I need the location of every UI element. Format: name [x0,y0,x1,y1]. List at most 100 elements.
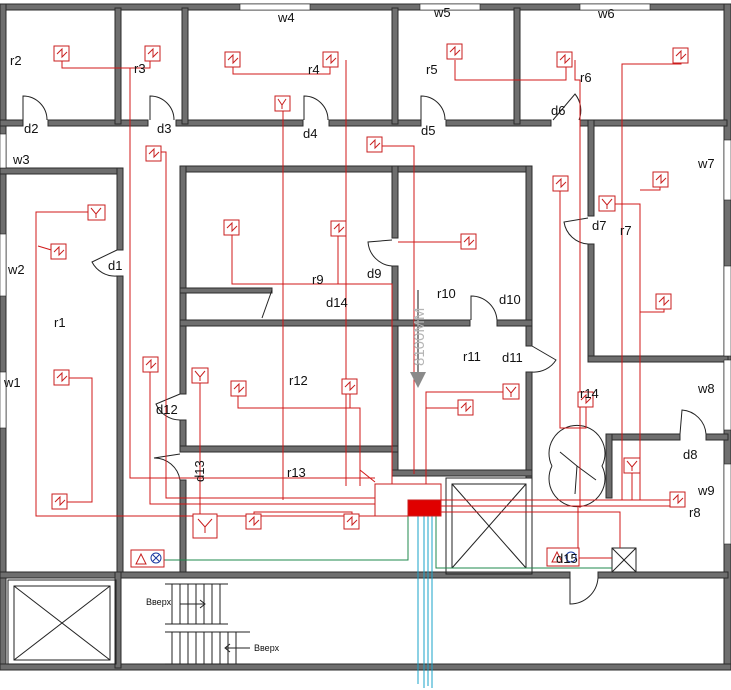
siren-icon[interactable] [130,549,165,568]
door-swings [22,93,707,605]
smoke-detector-icon[interactable] [460,233,477,250]
siren-triangle [135,552,147,565]
door-label-d4: d4 [303,126,317,141]
wall-seg [391,265,399,475]
smoke-detector-icon[interactable] [556,51,573,68]
detector-glyph [460,401,472,413]
walls [0,3,731,671]
shaft-small [611,547,637,573]
detector-glyph [56,371,68,383]
heat-detector-icon[interactable] [191,367,209,384]
smoke-detector-icon[interactable] [552,175,569,192]
smoke-detector-icon[interactable] [672,47,689,64]
window-label-w1: w1 [3,375,21,390]
smoke-detector-icon[interactable] [322,51,339,68]
heat-detector-icon[interactable] [623,457,641,474]
smoke-detector-icon[interactable] [330,220,347,237]
smoke-detector-icon[interactable] [51,493,68,510]
smoke-detector-icon[interactable] [446,43,463,60]
detector[interactable] [192,513,218,539]
window-label-w3: w3 [12,152,30,167]
wire-green [164,516,409,561]
room-label-r6: r6 [580,70,592,85]
smoke-detector-icon[interactable] [341,378,358,395]
detector-glyph [655,173,667,185]
smoke-detector-icon[interactable] [53,369,70,386]
detector-glyph [449,45,461,57]
smoke-detector-icon[interactable] [53,45,70,62]
stair-arrowhead [199,599,206,609]
revolving-door [548,424,606,508]
wall-seg [579,119,728,127]
detector-glyph [277,98,287,109]
room-label-r13: r13 [287,465,306,480]
detector-glyph [148,147,160,159]
wall-seg [0,119,24,127]
door-label-d8: d8 [683,447,697,462]
wall-seg [587,355,729,363]
heat-detector-icon[interactable] [274,95,291,112]
heat-detector-icon[interactable] [598,195,616,212]
smoke-detector-icon[interactable] [652,171,669,188]
door-label-d14: d14 [326,295,348,310]
door-label-d13: d13 [192,460,207,482]
smoke-detector-icon[interactable] [343,513,360,530]
smoke-detector-icon[interactable] [224,51,241,68]
wall-seg [179,445,399,453]
room-label-r2: r2 [10,53,22,68]
detector-glyph [54,495,66,507]
wire [149,366,375,505]
heat-detector-icon[interactable] [192,513,218,539]
wire [454,60,567,81]
detector-glyph [463,235,475,247]
smoke-detector-icon[interactable] [366,136,383,153]
detector-glyph [53,245,65,257]
control-panel-icon[interactable] [374,483,442,517]
smoke-detector-icon[interactable] [144,45,161,62]
door-label-d2: d2 [24,121,38,136]
smoke-detector-icon[interactable] [655,293,672,310]
smoke-detector-icon[interactable] [669,491,686,508]
wall-seg [328,119,422,127]
door-swing [679,409,707,435]
heat-detector-icon[interactable] [87,204,106,221]
window-opening [419,3,481,11]
room-label-r11: r11 [463,349,481,364]
door-label-d5: d5 [421,123,435,138]
siren-icon[interactable] [546,547,580,567]
door-swing [563,217,589,245]
smoke-detector-icon[interactable] [457,399,474,416]
wire [359,469,376,483]
smoke-detector-icon[interactable] [577,391,594,408]
room-label-r14: r14 [580,386,599,401]
smoke-detector-icon[interactable] [50,243,67,260]
smoke-detector-icon[interactable] [245,513,262,530]
door-labels: d2 d3 d4 d5 d6 d7 d8 d1 d9 d10 d11 d12 d… [24,103,697,566]
smoke-detector-icon[interactable] [145,145,162,162]
heat-detector-icon[interactable] [502,383,520,400]
stair-flight-upper [165,583,228,625]
window-opening [723,463,731,545]
window-opening [723,265,731,357]
smoke-detector-icon[interactable] [142,356,159,373]
room-label-r4: r4 [308,62,320,77]
wire [559,184,587,429]
detector-glyph [559,53,571,65]
wire [574,60,581,508]
smoke-detector-icon[interactable] [230,380,247,397]
stair-flight-lower [165,631,250,665]
wall-seg [391,7,399,125]
panel-module [407,499,442,517]
room-label-r9: r9 [312,272,324,287]
window-label-w8: w8 [697,381,715,396]
smoke-detector-icon[interactable] [223,219,240,236]
wall-seg [181,7,189,125]
detector-glyph [56,47,68,59]
wall-seg [116,275,124,577]
arrow-down-icon [410,372,426,388]
wall-seg [391,165,399,239]
room-label-r10: r10 [437,286,456,301]
wall-seg [179,319,471,327]
stairs [165,583,250,665]
window-label-w4: w4 [277,10,295,25]
